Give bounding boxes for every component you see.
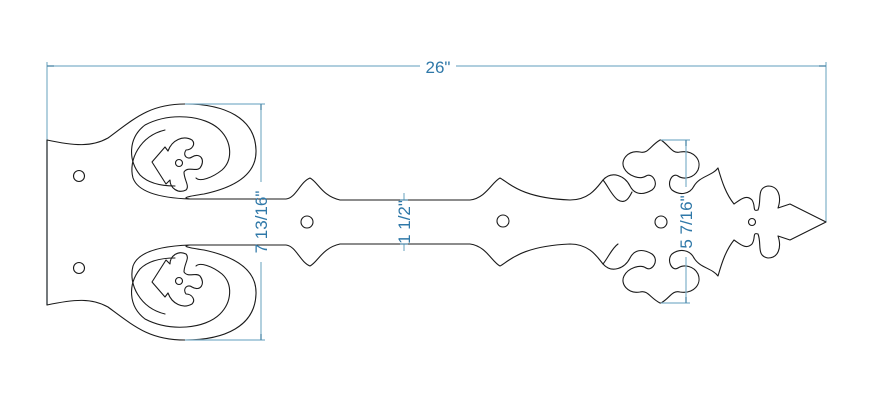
mounting-hole: [496, 214, 510, 228]
mounting-hole: [72, 169, 86, 183]
hinge-outline: [46, 103, 827, 341]
fleur-height-label: 5 7/16": [677, 195, 696, 248]
overall-length-label: 26": [426, 58, 451, 77]
mounting-hole: [300, 215, 314, 229]
fleur-height-dimension: 5 7/16": [661, 139, 696, 304]
strap-width-label: 1 1/2": [395, 200, 414, 244]
mounting-holes: [72, 169, 757, 275]
leaf-height-label: 7 13/16": [252, 191, 271, 254]
strap-width-dimension: 1 1/2": [395, 193, 414, 251]
leaf-height-dimension: 7 13/16": [185, 103, 271, 341]
mounting-hole: [654, 215, 668, 229]
mounting-hole: [747, 217, 757, 227]
mounting-hole: [72, 261, 86, 275]
